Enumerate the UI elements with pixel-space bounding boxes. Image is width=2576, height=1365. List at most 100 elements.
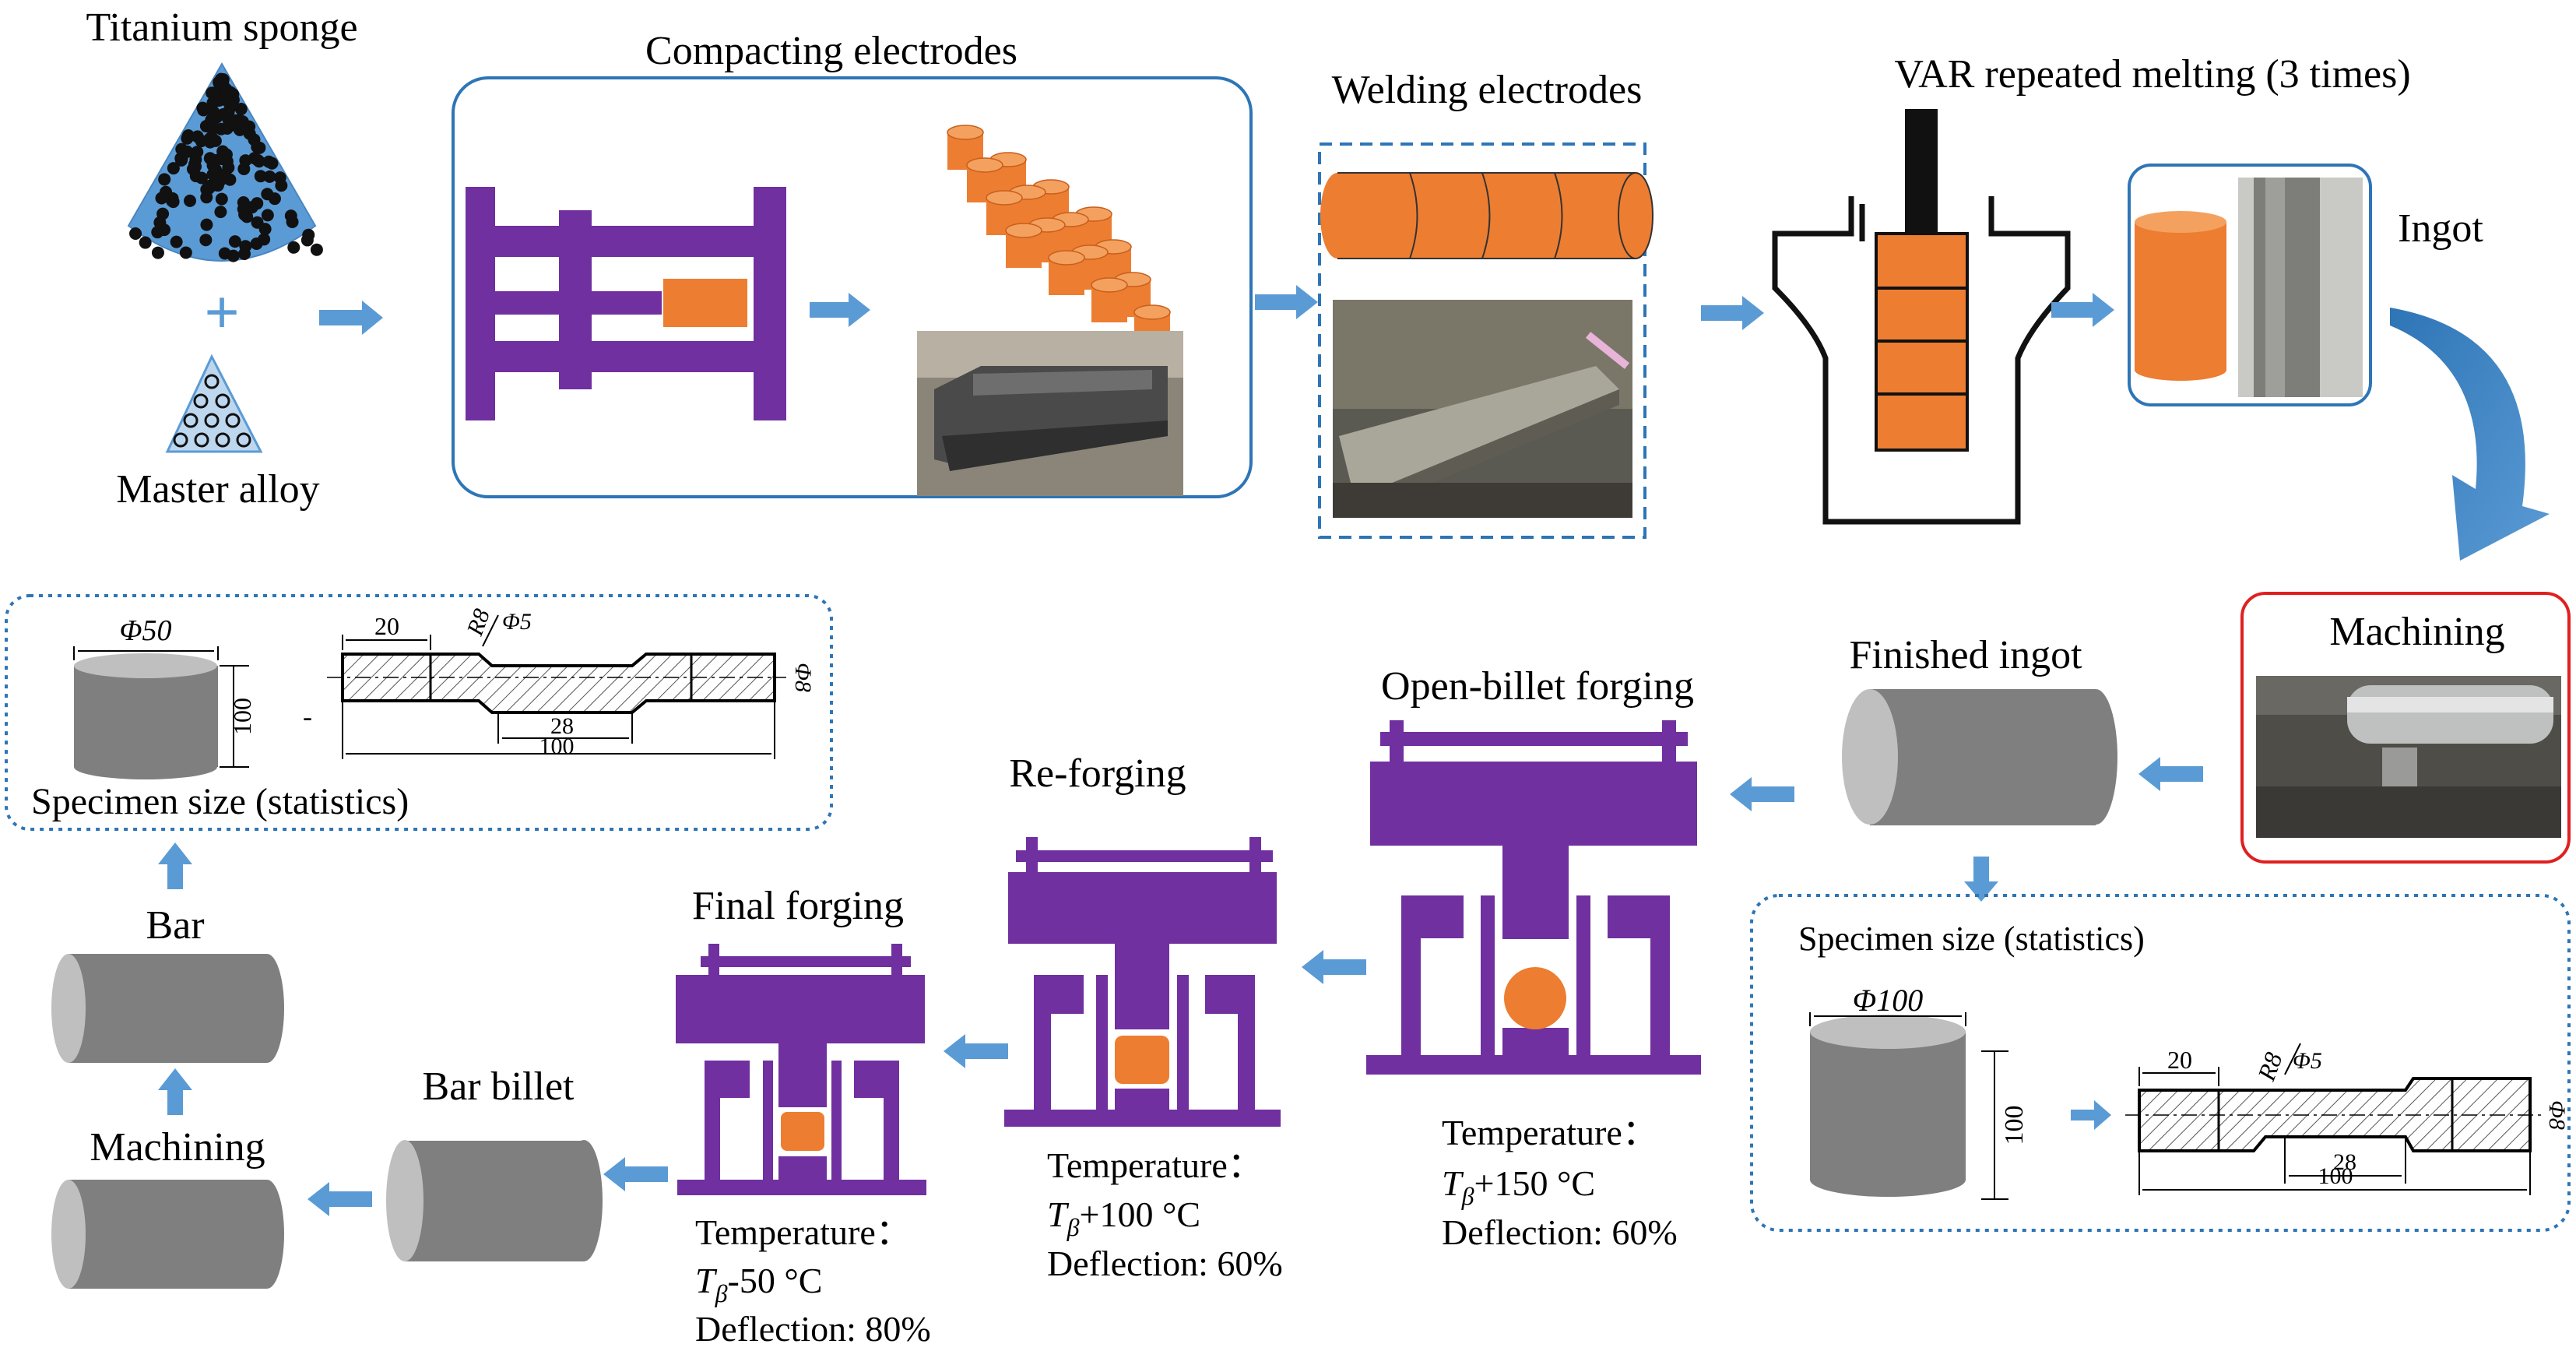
arrow-14 bbox=[158, 1068, 192, 1115]
sponge-dot bbox=[251, 153, 265, 167]
sponge-dot bbox=[237, 202, 250, 216]
ingot-cylinder-icon bbox=[2135, 211, 2226, 381]
specimen-small-frame bbox=[5, 594, 833, 831]
sponge-dot bbox=[220, 155, 234, 168]
sponge-dot bbox=[179, 246, 192, 259]
sponge-dot bbox=[206, 121, 220, 135]
bar-icon bbox=[51, 954, 284, 1063]
alloy-dot bbox=[193, 393, 209, 409]
sponge-dot bbox=[203, 132, 216, 146]
re-forging-workpiece bbox=[1115, 1036, 1169, 1084]
specimen-large-cylinder bbox=[1809, 1012, 2008, 1200]
sponge-dots bbox=[129, 72, 323, 262]
compacting-label: Compacting electrodes bbox=[645, 29, 1017, 73]
final-temp-value: Tβ-50 °C bbox=[695, 1261, 822, 1307]
specimen-small-height: 100 bbox=[228, 698, 256, 735]
specimen-large-phi-end: Φ8 bbox=[2544, 1100, 2570, 1130]
sponge-dot bbox=[207, 87, 220, 100]
sponge-dot bbox=[170, 235, 183, 248]
machining-top-label: Machining bbox=[2329, 610, 2504, 654]
open-billet-workpiece bbox=[1504, 967, 1566, 1029]
master-alloy-label: Master alloy bbox=[116, 467, 319, 512]
small-electrode-top bbox=[1133, 304, 1171, 320]
sponge-dot bbox=[265, 157, 279, 170]
sponge-dot bbox=[175, 152, 188, 165]
arrow-7 bbox=[1964, 857, 1998, 902]
sponge-dot bbox=[237, 162, 251, 175]
specimen-small-phi-cyl: Φ50 bbox=[120, 614, 172, 647]
alloy-dots bbox=[173, 374, 251, 448]
alloy-dot bbox=[204, 413, 220, 428]
sponge-dot bbox=[167, 195, 180, 209]
re-forging-press-icon bbox=[1004, 837, 1281, 1127]
final-temp-label: Temperature： bbox=[695, 1212, 912, 1252]
compacted-electrodes-icon bbox=[947, 125, 1171, 350]
sponge-dot bbox=[167, 162, 180, 175]
sponge-dot bbox=[218, 247, 231, 260]
specimen-small-total: 100 bbox=[539, 734, 575, 759]
sponge-dot bbox=[199, 234, 213, 247]
alloy-dot bbox=[236, 432, 251, 448]
arrow-6 bbox=[2138, 757, 2203, 791]
compact-electrode-block bbox=[663, 279, 747, 327]
ingot-frame bbox=[2128, 164, 2372, 406]
var-label: VAR repeated melting (3 times) bbox=[1894, 52, 2410, 97]
machining-frame bbox=[2240, 592, 2571, 864]
welding-frame bbox=[1318, 142, 1646, 539]
small-electrode-top bbox=[1048, 250, 1085, 266]
sponge-dot bbox=[151, 246, 164, 259]
sponge-dot bbox=[287, 241, 300, 254]
sponge-dot bbox=[158, 173, 171, 186]
compacting-press-icon bbox=[466, 187, 786, 420]
arrow-5 bbox=[2051, 293, 2114, 327]
alloy-dot bbox=[204, 374, 220, 389]
arrow-2 bbox=[810, 293, 870, 327]
arrow-9 bbox=[2071, 1100, 2111, 1130]
specimen-large-drawing bbox=[2125, 1043, 2542, 1195]
master-alloy-triangle bbox=[165, 354, 263, 453]
compacted-electrode-photo bbox=[917, 331, 1183, 496]
sponge-dot bbox=[200, 218, 213, 231]
welding-label: Welding electrodes bbox=[1332, 68, 1643, 112]
final-deflection: Deflection: 80% bbox=[695, 1309, 931, 1349]
machining-left-label: Machining bbox=[90, 1125, 265, 1170]
specimen-small-title: Specimen size (statistics) bbox=[31, 781, 409, 822]
sponge-dot bbox=[310, 243, 323, 256]
re-forging-label: Re-forging bbox=[1009, 751, 1186, 796]
re-temp-value: Tβ+100 °C bbox=[1047, 1194, 1200, 1241]
finished-ingot-icon bbox=[1842, 689, 2117, 825]
ingot-photo bbox=[2238, 178, 2363, 397]
re-deflection: Deflection: 60% bbox=[1047, 1244, 1283, 1283]
sponge-dot bbox=[237, 247, 251, 260]
specimen-large-frame bbox=[1750, 894, 2571, 1232]
arrow-3 bbox=[1255, 285, 1318, 319]
specimen-large-gauge: 28 bbox=[2333, 1149, 2356, 1175]
specimen-small-drawing bbox=[327, 614, 786, 759]
plus-icon: + bbox=[204, 279, 240, 347]
sponge-dot bbox=[222, 95, 235, 108]
open-deflection: Deflection: 60% bbox=[1442, 1212, 1678, 1252]
sponge-dot bbox=[191, 146, 204, 159]
specimen-large-phi-cyl: Φ100 bbox=[1853, 983, 1923, 1018]
bar-billet-label: Bar billet bbox=[423, 1064, 575, 1109]
small-electrode-top bbox=[966, 157, 1003, 173]
specimen-large-height: 100 bbox=[2000, 1106, 2029, 1145]
sponge-dot bbox=[191, 130, 204, 143]
specimen-large-total: 100 bbox=[2318, 1163, 2353, 1189]
bar-label: Bar bbox=[146, 903, 204, 948]
machining-photo bbox=[2256, 676, 2561, 838]
arrow-1 bbox=[319, 301, 383, 335]
final-forging-workpiece bbox=[781, 1112, 824, 1151]
specimen-small-phi-neck: Φ5 bbox=[502, 609, 532, 635]
sponge-dot bbox=[189, 170, 202, 183]
arrow-8 bbox=[1730, 777, 1794, 811]
sponge-dot bbox=[300, 234, 314, 247]
sponge-dot bbox=[216, 145, 230, 158]
open-temp-value: Tβ+150 °C bbox=[1442, 1163, 1595, 1210]
sponge-dot bbox=[220, 121, 234, 135]
arrow-10 bbox=[1302, 950, 1366, 984]
finished-ingot-label: Finished ingot bbox=[1849, 633, 2082, 677]
arrow-13 bbox=[308, 1182, 372, 1216]
sponge-dot bbox=[189, 160, 202, 173]
sponge-dot bbox=[158, 223, 171, 237]
